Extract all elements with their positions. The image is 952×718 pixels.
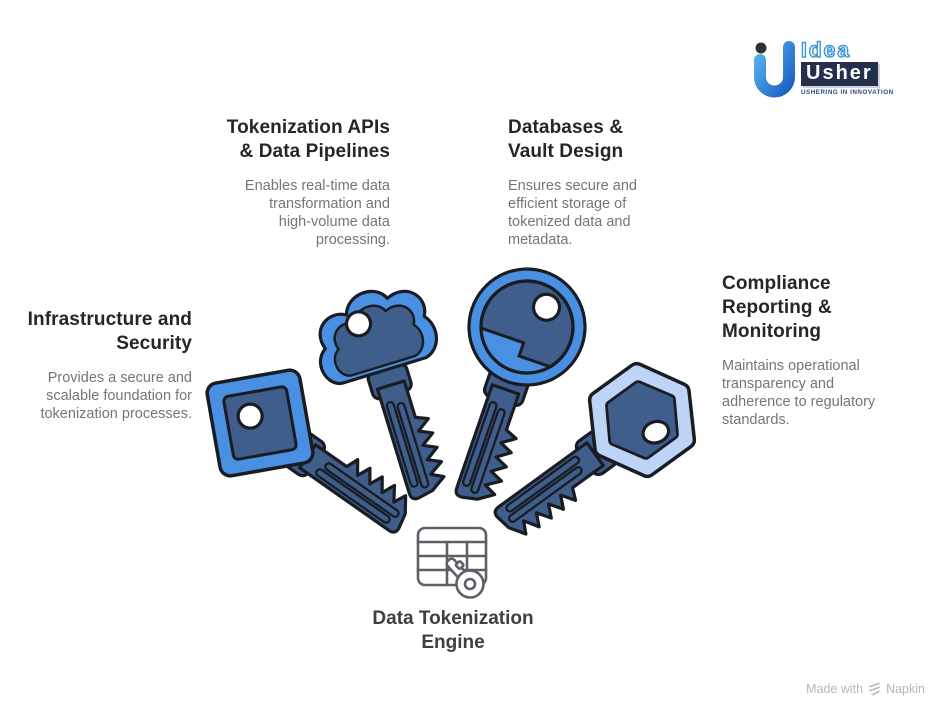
title-line: Tokenization APIs — [226, 117, 390, 138]
idea-usher-logo: Idea Usher USHERING IN INNOVATION — [752, 39, 894, 100]
table-key-icon — [416, 526, 488, 599]
title-line: & Data Pipelines — [239, 141, 390, 162]
title-line: Vault Design — [508, 141, 624, 162]
title-line: Infrastructure and — [27, 309, 192, 330]
section-body: Provides a secure and scalable foundatio… — [40, 370, 192, 422]
section-body: Ensures secure and efficient storage of … — [508, 178, 637, 248]
section-tokenization-apis: Tokenization APIs & Data Pipelines Enabl… — [150, 116, 390, 249]
made-with-napkin[interactable]: Made with Napkin — [806, 682, 925, 696]
hexagon-head-key — [491, 361, 697, 545]
title-line: Monitoring — [722, 321, 822, 342]
section-databases-vault: Databases & Vault Design Ensures secure … — [508, 116, 698, 249]
section-body: Enables real-time data transformation an… — [244, 178, 390, 248]
title-line: Reporting & — [722, 297, 832, 318]
napkin-logo-icon — [869, 682, 880, 696]
made-with-text: Made with — [806, 682, 864, 696]
logo-tagline: USHERING IN INNOVATION — [801, 89, 894, 96]
section-title: Tokenization APIs & Data Pipelines — [150, 116, 390, 164]
round-head-key — [452, 267, 587, 510]
section-body: Maintains operational transparency and a… — [722, 358, 876, 428]
section-compliance-reporting: Compliance Reporting & Monitoring Mainta… — [722, 272, 922, 429]
section-infrastructure-security: Infrastructure and Security Provides a s… — [0, 308, 192, 423]
title-line: Security — [116, 333, 192, 354]
idea-usher-u-glyph — [754, 41, 795, 98]
logo-brand-top: Idea — [800, 39, 852, 62]
logo-brand-bottom: Usher — [801, 62, 878, 86]
section-title: Infrastructure and Security — [0, 308, 192, 356]
square-head-key — [205, 368, 420, 536]
keys-illustration — [205, 267, 697, 545]
section-title: Databases & Vault Design — [508, 116, 698, 164]
napkin-brand-text: Napkin — [886, 682, 925, 696]
cloud-head-key — [302, 274, 452, 502]
center-label: Data Tokenization Engine — [372, 608, 534, 653]
section-title: Compliance Reporting & Monitoring — [722, 272, 922, 344]
title-line: Compliance — [722, 273, 831, 294]
title-line: Databases & — [508, 117, 624, 138]
